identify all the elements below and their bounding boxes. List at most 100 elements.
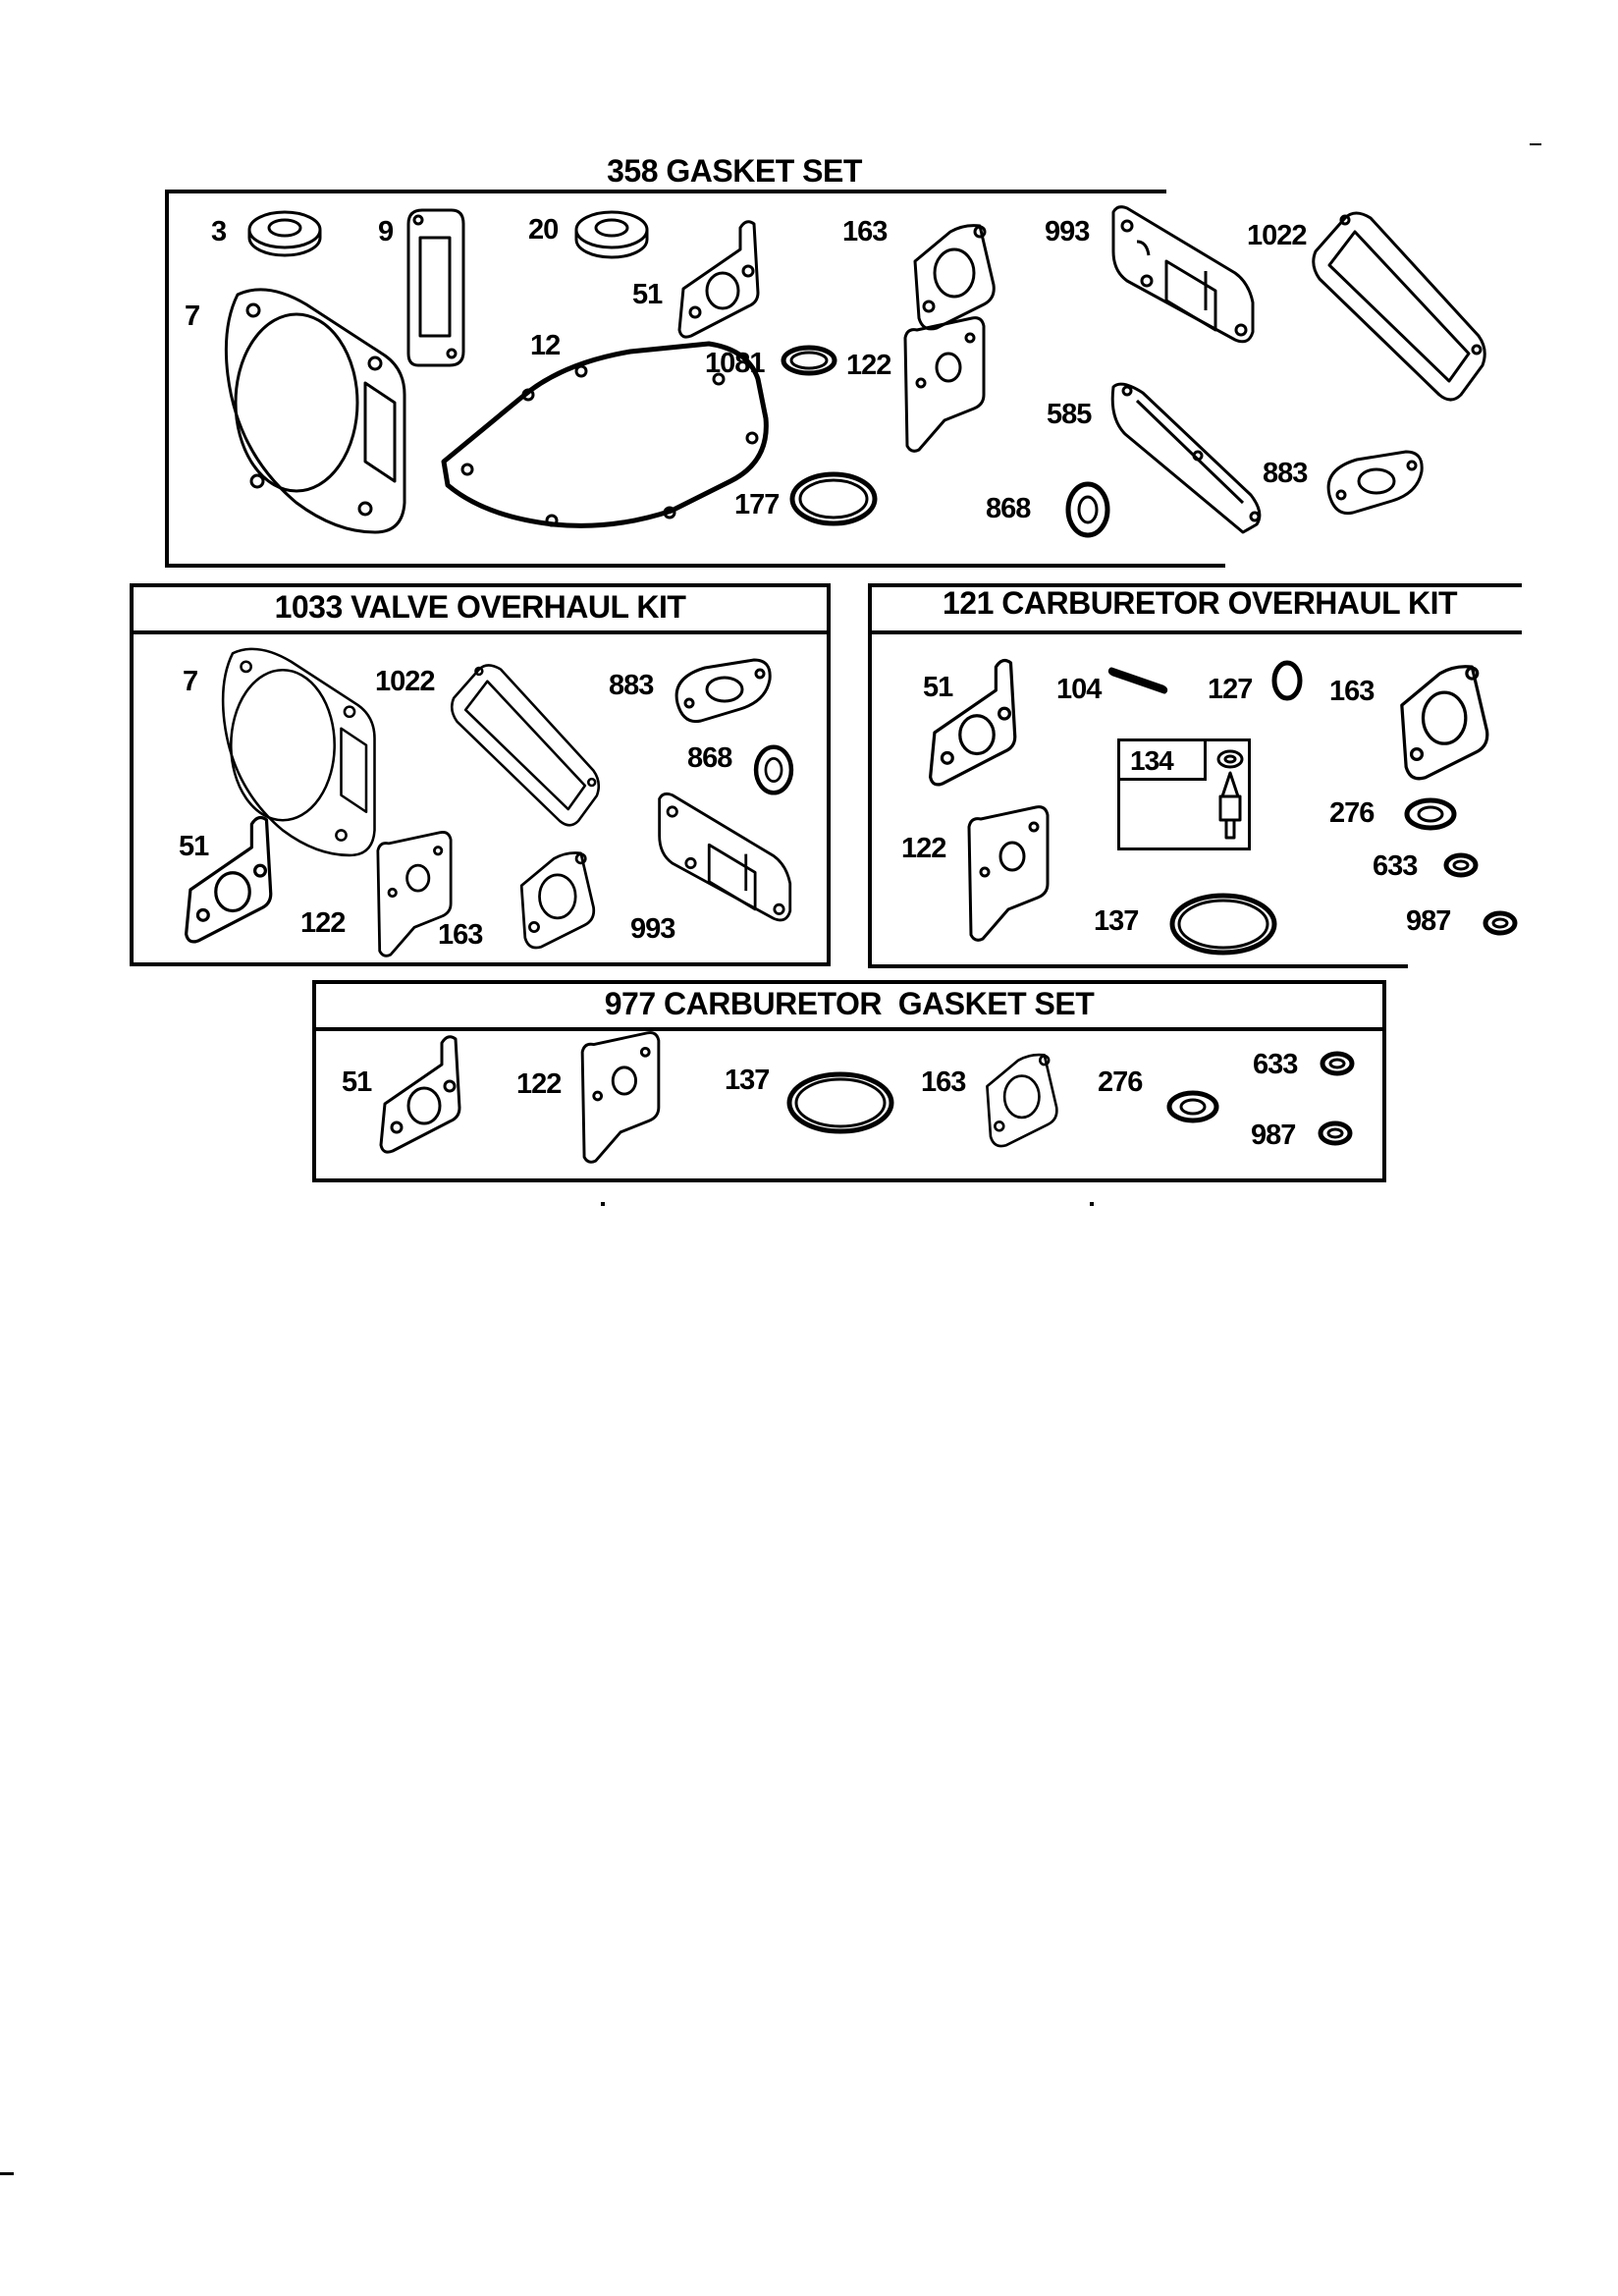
carb-kit-bottom-rule: [868, 964, 1408, 968]
carb-gasket-set-title-bar: [316, 984, 1382, 1031]
label-122: 122: [901, 833, 946, 864]
gasket-163-icon: [986, 1053, 1058, 1148]
carb-gasket-set-title: 977 CARBURETOR GASKET SET: [604, 986, 1095, 1021]
gasket-993-icon: [658, 792, 792, 922]
carb-kit-panel: 121 CARBURETOR OVERHAUL KIT: [868, 583, 1522, 966]
label-633: 633: [1373, 850, 1418, 882]
gasket-122-icon: [903, 316, 986, 453]
gasket-set-top-rule: [165, 190, 1166, 193]
label-box-134: [1120, 741, 1207, 781]
washer-633-icon: [1320, 1051, 1355, 1076]
gasket-163-icon: [519, 851, 596, 950]
gasket-883-icon: [674, 658, 772, 724]
cylinder-head-gasket-7-icon: [224, 288, 406, 534]
label-276: 276: [1329, 797, 1375, 829]
label-276: 276: [1098, 1066, 1143, 1098]
gasket-122-icon: [376, 831, 453, 957]
label-51: 51: [923, 672, 953, 703]
label-134: 134: [1130, 745, 1174, 776]
scan-mark: [601, 1202, 605, 1206]
label-12: 12: [530, 330, 561, 361]
washer-987-icon: [1483, 910, 1518, 936]
label-163: 163: [921, 1066, 966, 1098]
scan-mark: [1090, 1202, 1094, 1206]
gasket-set-bottom-rule: [165, 564, 1225, 568]
carb-gasket-set-panel: 977 CARBURETOR GASKET SET: [312, 980, 1386, 1182]
label-51: 51: [342, 1066, 372, 1098]
gasket-163-icon: [1400, 665, 1489, 781]
label-137: 137: [725, 1065, 770, 1096]
seal-868-icon: [753, 744, 794, 795]
gasket-51-icon: [185, 815, 273, 944]
o-ring-137-icon: [1169, 893, 1277, 956]
carb-kit-left-rule: [868, 583, 872, 968]
o-ring-137-icon: [786, 1071, 894, 1134]
seal-276-icon: [1404, 797, 1457, 831]
gasket-set-title: 358 GASKET SET: [607, 153, 862, 189]
o-ring-127-icon: [1271, 660, 1303, 701]
label-868: 868: [986, 493, 1031, 524]
gasket-883-icon: [1326, 450, 1424, 516]
gasket-51-icon: [929, 658, 1017, 787]
washer-987-icon: [1318, 1121, 1353, 1146]
gasket-9-icon: [406, 208, 465, 367]
gasket-585-icon: [1110, 382, 1262, 534]
label-137: 137: [1094, 905, 1139, 937]
gasket-set-left-rule: [165, 190, 169, 567]
gasket-51-icon: [677, 220, 760, 339]
carb-kit-title-rule: [868, 630, 1522, 634]
label-7: 7: [185, 301, 200, 332]
gasket-set-panel: 358 GASKET SET: [165, 153, 1225, 566]
label-51: 51: [632, 279, 663, 310]
label-177: 177: [734, 489, 780, 520]
gasket-51-icon: [379, 1035, 461, 1154]
label-51: 51: [179, 831, 209, 862]
label-633: 633: [1253, 1049, 1298, 1080]
valve-kit-title: 1033 VALVE OVERHAUL KIT: [274, 589, 686, 625]
gasket-993-icon: [1111, 205, 1255, 344]
label-127: 127: [1208, 674, 1253, 705]
carb-kit-title: 121 CARBURETOR OVERHAUL KIT: [942, 585, 1458, 621]
valve-kit-panel: 1033 VALVE OVERHAUL KIT: [130, 583, 831, 966]
carb-kit-top-rule: [868, 583, 1522, 587]
label-987: 987: [1406, 905, 1451, 937]
seal-868-icon: [1065, 481, 1110, 538]
gasket-122-icon: [580, 1031, 661, 1164]
label-1022: 1022: [1247, 220, 1308, 251]
needle-valve-134-box: 134: [1117, 738, 1251, 850]
valve-kit-title-bar: [134, 587, 827, 634]
scan-mark: [1530, 143, 1541, 145]
label-987: 987: [1251, 1120, 1296, 1151]
label-883: 883: [1263, 458, 1308, 489]
gasket-1022-icon: [450, 664, 601, 827]
oil-seal-20-icon: [574, 210, 649, 259]
label-163: 163: [1329, 676, 1375, 707]
gasket-122-icon: [967, 805, 1050, 942]
label-20: 20: [528, 214, 559, 246]
label-122: 122: [516, 1068, 562, 1100]
label-585: 585: [1047, 399, 1092, 430]
label-868: 868: [687, 742, 732, 774]
label-122: 122: [846, 350, 891, 381]
label-3: 3: [211, 216, 227, 247]
label-883: 883: [609, 670, 654, 701]
label-122: 122: [300, 907, 346, 939]
label-163: 163: [842, 216, 888, 247]
seal-276-icon: [1166, 1090, 1219, 1123]
label-993: 993: [1045, 216, 1090, 247]
needle-valve-icon: [1216, 749, 1244, 840]
label-9: 9: [378, 216, 394, 247]
label-1022: 1022: [375, 666, 436, 697]
gasket-163-icon: [913, 224, 996, 331]
o-ring-1081-icon: [781, 345, 837, 376]
o-ring-177-icon: [789, 471, 878, 526]
gasket-1022-icon: [1312, 211, 1486, 402]
cylinder-head-gasket-7-icon: [221, 647, 376, 857]
label-104: 104: [1056, 674, 1102, 705]
pin-104-icon: [1107, 667, 1168, 694]
label-7: 7: [183, 666, 198, 697]
oil-seal-3-icon: [247, 210, 322, 257]
scan-mark: [0, 2172, 14, 2175]
washer-633-icon: [1443, 852, 1479, 878]
label-993: 993: [630, 913, 675, 945]
